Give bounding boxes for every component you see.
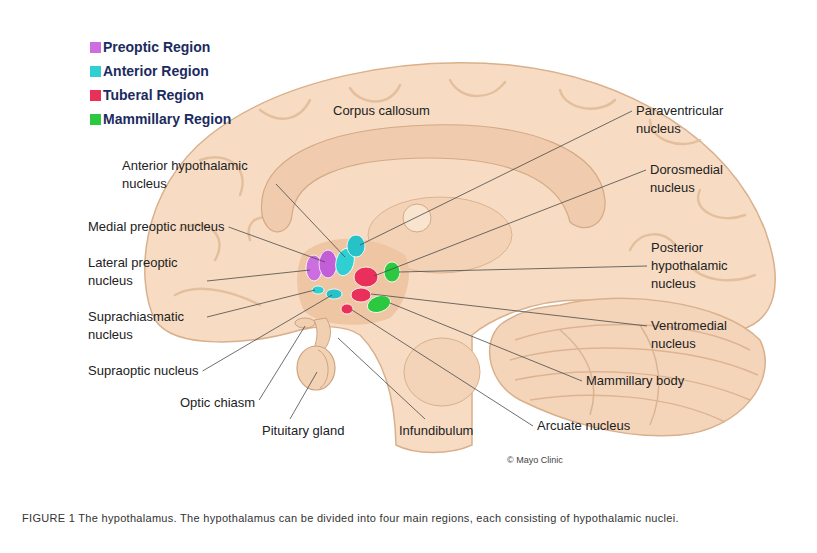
- brain-outline: [145, 63, 775, 453]
- leader-line: [207, 290, 315, 317]
- legend-swatch: [90, 90, 101, 101]
- leader-line: [338, 338, 425, 419]
- leader-line: [360, 111, 632, 245]
- legend-swatch: [90, 42, 101, 53]
- part-label: Lateral preoptic nucleus: [88, 254, 203, 290]
- figure-caption: FIGURE 1 The hypothalamus. The hypothala…: [22, 512, 679, 524]
- ventromedial-nucleus: [351, 288, 371, 302]
- part-label: Corpus callosum: [333, 102, 430, 120]
- leader-line: [207, 270, 310, 281]
- leader-line: [352, 310, 533, 426]
- part-label: Mammillary body: [586, 372, 684, 390]
- leader-line: [390, 303, 582, 381]
- cerebellum: [490, 298, 766, 435]
- posterior-hypothalamic-nucleus: [384, 262, 400, 282]
- leader-line: [259, 326, 305, 400]
- pituitary-gland: [297, 346, 335, 390]
- infundibulum: [314, 318, 330, 350]
- legend-text: Tuberal Region: [103, 87, 204, 103]
- leader-line: [290, 372, 317, 419]
- part-label: Optic chiasm: [180, 394, 255, 412]
- dorsomedial-nucleus: [354, 267, 378, 287]
- medial-preoptic-nucleus: [319, 250, 337, 278]
- leader-line: [203, 295, 332, 371]
- leader-line: [374, 170, 646, 276]
- part-label: Paraventricular nucleus: [636, 102, 756, 138]
- nuclei: [306, 235, 400, 316]
- part-label: Supraoptic nucleus: [88, 362, 199, 380]
- legend-text: Anterior Region: [103, 63, 209, 79]
- part-label: Ventromedial nucleus: [651, 317, 746, 353]
- part-label: Posterior hypothalamic nucleus: [651, 239, 746, 293]
- pons: [404, 338, 480, 406]
- copyright-note: © Mayo Clinic: [507, 454, 563, 466]
- part-label: Pituitary gland: [262, 422, 344, 440]
- gyri: [175, 80, 755, 305]
- leader-line: [276, 184, 345, 257]
- legend-text: Preoptic Region: [103, 39, 210, 55]
- leader-line: [399, 266, 647, 272]
- leader-line: [229, 227, 325, 262]
- part-label: Dorosmedial nucleus: [650, 161, 750, 197]
- part-label: Anterior hypothalamic nucleus: [122, 157, 272, 193]
- legend-text: Mammillary Region: [103, 111, 231, 127]
- part-label: Medial preoptic nucleus: [88, 218, 225, 236]
- part-label: Suprachiasmatic nucleus: [88, 308, 203, 344]
- paraventricular-nucleus: [347, 235, 365, 257]
- part-label: Arcuate nucleus: [537, 417, 630, 435]
- ventricle: [403, 204, 431, 232]
- legend-swatch: [90, 66, 101, 77]
- cerebellar-folia: [510, 325, 758, 425]
- pituitary-lobe: [318, 350, 328, 388]
- legend-swatch: [90, 114, 101, 125]
- part-label: Infundibulum: [399, 422, 473, 440]
- leader-line: [371, 294, 647, 326]
- arcuate-nucleus: [341, 304, 353, 314]
